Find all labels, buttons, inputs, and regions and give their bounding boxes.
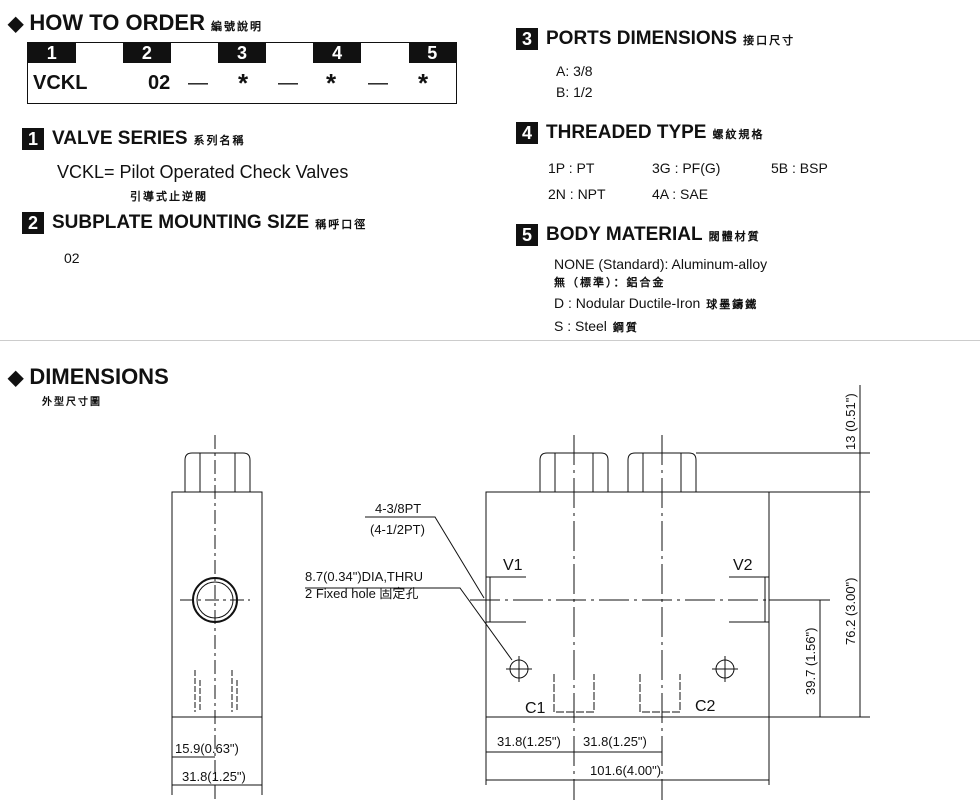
section-title: BODY MATERIAL (546, 224, 703, 245)
section-title: SUBPLATE MOUNTING SIZE (52, 212, 310, 233)
badge-2: 2 (22, 212, 44, 234)
badge-1: 1 (22, 128, 44, 150)
code-series: VCKL (33, 72, 88, 94)
section-cjk: 螺紋規格 (712, 129, 765, 142)
code-ports: * (238, 68, 249, 98)
dim-31-8-b: 31.8(1.25") (583, 734, 647, 749)
section-cjk: 接口尺寸 (743, 35, 796, 48)
col-1: 1 (28, 43, 76, 63)
dim-76-2: 76.2 (3.00") (843, 578, 858, 646)
heading-text: DIMENSIONS (29, 364, 169, 389)
code-size: 02 (148, 72, 171, 94)
section-title: PORTS DIMENSIONS (546, 28, 738, 49)
port-alt-label: (4-1/2PT) (370, 522, 425, 537)
code-dash: — (278, 72, 298, 94)
heading-cjk: 編號說明 (210, 21, 263, 33)
side-view: 15.9(0.63") 31.8(1.25") (171, 435, 263, 800)
thread-bsp: 5B : BSP (771, 160, 828, 176)
section-valve-series: 1 VALVE SERIES 系列名稱 (22, 128, 246, 150)
code-thread: * (326, 68, 337, 98)
material-iron-cjk: 球墨鑄鐵 (706, 299, 759, 311)
thread-pf: 3G : PF(G) (652, 160, 721, 176)
thread-npt: 2N : NPT (548, 186, 606, 202)
hole-label: 8.7(0.34")DIA,THRU (305, 569, 423, 584)
material-steel-cjk: 鋼質 (612, 322, 639, 334)
material-steel-label: S : Steel (554, 318, 607, 334)
divider (0, 340, 980, 341)
material-iron-label: D : Nodular Ductile-Iron (554, 295, 701, 311)
valve-series-desc: VCKL= Pilot Operated Check Valves (57, 162, 349, 182)
section-material: 5 BODY MATERIAL 閥體材質 (516, 224, 761, 246)
dim-101-6: 101.6(4.00") (590, 763, 661, 778)
code-dash: — (188, 72, 208, 94)
dimensions-cjk: 外型尺寸圖 (42, 397, 102, 408)
section-cjk: 稱呼口徑 (315, 219, 368, 232)
section-thread: 4 THREADED TYPE 螺紋規格 (516, 122, 764, 144)
order-code-table: 1 2 3 4 5 VCKL 02 — * — * — * (27, 42, 457, 104)
how-to-order-heading: ◆HOW TO ORDER 編號說明 (8, 10, 263, 36)
port-c1: C1 (525, 700, 546, 717)
badge-4: 4 (516, 122, 538, 144)
dim-31-8-side: 31.8(1.25") (182, 769, 246, 784)
thread-pt: 1P : PT (548, 160, 595, 176)
section-cjk: 閥體材質 (708, 231, 761, 244)
badge-3: 3 (516, 28, 538, 50)
col-5: 5 (408, 43, 457, 63)
diamond-icon: ◆ (8, 367, 24, 389)
section-subplate: 2 SUBPLATE MOUNTING SIZE 稱呼口徑 (22, 212, 367, 234)
section-ports: 3 PORTS DIMENSIONS 接口尺寸 (516, 28, 795, 50)
port-b: B: 1/2 (556, 84, 593, 100)
port-c2: C2 (695, 698, 716, 715)
dim-31-8-a: 31.8(1.25") (497, 734, 561, 749)
dimensions-heading: ◆DIMENSIONS (8, 364, 169, 390)
col-3: 3 (218, 43, 266, 63)
hole-label-2: 2 Fixed hole 固定孔 (305, 586, 418, 601)
dim-39-7: 39.7 (1.56") (803, 628, 818, 696)
front-view: 4-3/8PT (4-1/2PT) 8.7(0.34")DIA,THRU 2 F… (305, 385, 870, 800)
port-label: 4-3/8PT (375, 501, 421, 516)
thread-sae: 4A : SAE (652, 186, 709, 202)
subplate-value: 02 (64, 250, 80, 266)
material-iron: D : Nodular Ductile-Iron 球墨鑄鐵 (554, 295, 758, 312)
code-material: * (418, 68, 429, 98)
port-a: A: 3/8 (556, 63, 593, 79)
section-cjk: 系列名稱 (193, 135, 246, 148)
code-dash: — (368, 72, 388, 94)
port-v2: V2 (733, 557, 753, 574)
badge-5: 5 (516, 224, 538, 246)
section-title: THREADED TYPE (546, 122, 707, 143)
material-steel: S : Steel 鋼質 (554, 318, 639, 335)
dim-13: 13 (0.51") (843, 393, 858, 450)
port-v1: V1 (503, 557, 523, 574)
material-standard-cjk: 無（標準）：鋁合金 (554, 277, 666, 289)
diamond-icon: ◆ (8, 13, 24, 35)
col-2: 2 (123, 43, 171, 63)
material-standard: NONE (Standard): Aluminum-alloy (554, 256, 768, 272)
col-4: 4 (313, 43, 361, 63)
heading-text: HOW TO ORDER (29, 10, 205, 35)
section-title: VALVE SERIES (52, 128, 188, 149)
valve-series-cjk: 引導式止逆閥 (130, 191, 208, 203)
dim-15-9: 15.9(0.63") (175, 741, 239, 756)
